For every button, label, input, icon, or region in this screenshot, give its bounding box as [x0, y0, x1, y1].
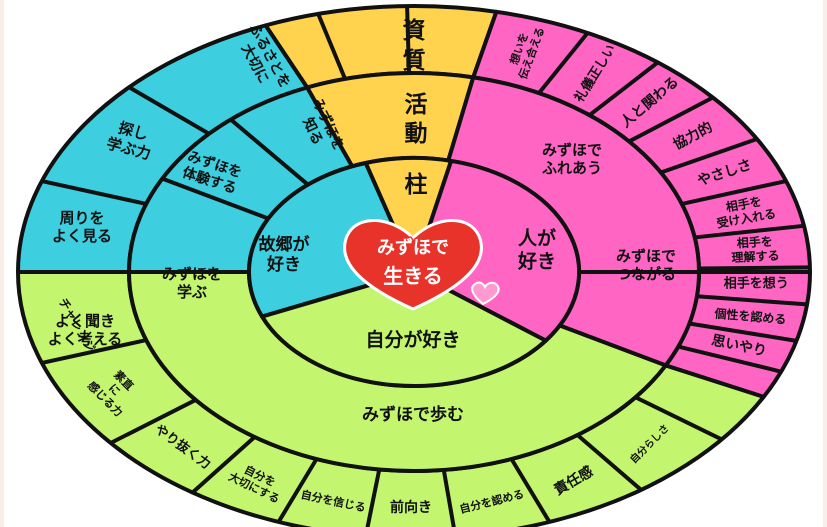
middle-label-ayumu: みずほで歩む [362, 404, 464, 425]
outer-divider [128, 85, 210, 136]
core-label-hito-line: 好き [517, 249, 556, 272]
spine-label-shishitsu-1: 資 [403, 17, 426, 44]
center-title-line2-line: 生きる [383, 264, 443, 288]
outer-label-green-5-line: 前向き [390, 499, 432, 516]
center-title-line1: みずほで [376, 236, 451, 260]
core-pink-sector [412, 158, 581, 343]
core-green-sector [260, 270, 548, 388]
outer-divider [509, 457, 552, 523]
core-label-furusato-line: 故郷が [259, 234, 310, 255]
spine-label-katsudo-2: 動 [405, 121, 428, 147]
middle-divider [161, 176, 270, 221]
outer-label-pink-6-line: 理解する [731, 248, 780, 265]
outer-label-mawari-line: 周りを [59, 209, 104, 227]
spine-label-katsudo-1: 活 [405, 92, 428, 118]
middle-label-manabu-line: みずほを [162, 265, 222, 283]
core-label-jibun-line: 自分が好き [365, 328, 460, 351]
spine-label-hashira: 柱 [405, 172, 428, 198]
outer-divider [681, 179, 787, 206]
outer-label-pink-8-line: 個性を認める [713, 305, 787, 326]
center-title-line2: 生きる [382, 263, 445, 290]
outer-label-pink-8: 個性を認める [713, 305, 787, 326]
core-label-hito-line: 人が [518, 227, 556, 250]
outer-divider [441, 469, 456, 527]
outer-label-kiki-line: よく考える [48, 330, 123, 348]
outer-label-pink-6-line: 相手を [736, 233, 773, 250]
outer-divider [698, 265, 810, 271]
outer-divider [576, 433, 643, 492]
outer-divider [109, 398, 197, 445]
spine-label-shishitsu-2: 質 [403, 48, 426, 74]
outer-divider [365, 469, 382, 527]
spine-label-katsudo-1-line: 活 [405, 92, 428, 118]
outer-divider [634, 395, 723, 442]
outer-divider [41, 179, 147, 206]
spine-label-hashira-line: 柱 [405, 172, 428, 198]
core-label-furusato-line: 好き [266, 254, 301, 275]
middle-label-tsunagaru-line: つながる [616, 265, 676, 283]
center-title-line1-line: みずほで [377, 238, 449, 259]
outer-divider [191, 435, 256, 495]
outer-label-green-5: 前向き [390, 499, 432, 516]
middle-label-manabu-line: 学ぶ [177, 283, 207, 301]
middle-divider [229, 118, 310, 187]
outer-divider [660, 137, 758, 175]
outer-divider [628, 95, 714, 144]
divider-layer [41, 5, 810, 527]
spine-label-shishitsu-1-line: 資 [403, 17, 426, 44]
middle-label-fureau-line: ふれあう [542, 159, 602, 177]
sector-layer [16, 4, 812, 527]
middle-label-tsunagaru-line: みずほで [616, 247, 676, 265]
outer-divider [316, 13, 347, 80]
outer-divider [405, 5, 412, 74]
outer-divider [688, 321, 797, 343]
outer-label-pink-7: 相手を想う [724, 276, 789, 292]
middle-label-ayumu-line: みずほで歩む [362, 404, 464, 425]
outer-label-mawari-line: よく見る [52, 227, 112, 245]
outer-divider [588, 60, 660, 117]
small-heart-icon [471, 281, 500, 306]
middle-label-fureau-line: みずほで [542, 141, 602, 159]
outer-divider [41, 338, 147, 365]
heart-icon [343, 219, 483, 311]
core-label-jibun: 自分が好き [365, 328, 460, 351]
spine-label-katsudo-2-line: 動 [405, 121, 428, 147]
outer-divider [677, 344, 782, 374]
outer-label-pink-7-line: 相手を想う [724, 276, 789, 292]
outer-divider [276, 457, 319, 523]
outer-divider [537, 31, 590, 95]
outer-divider [694, 223, 805, 240]
outer-label-kiki-line: よく聞き [55, 312, 115, 330]
spine-label-shishitsu-2-line: 質 [403, 48, 426, 74]
outer-divider [696, 294, 808, 307]
outer-label-pink-5-line: 相手を [725, 193, 763, 214]
